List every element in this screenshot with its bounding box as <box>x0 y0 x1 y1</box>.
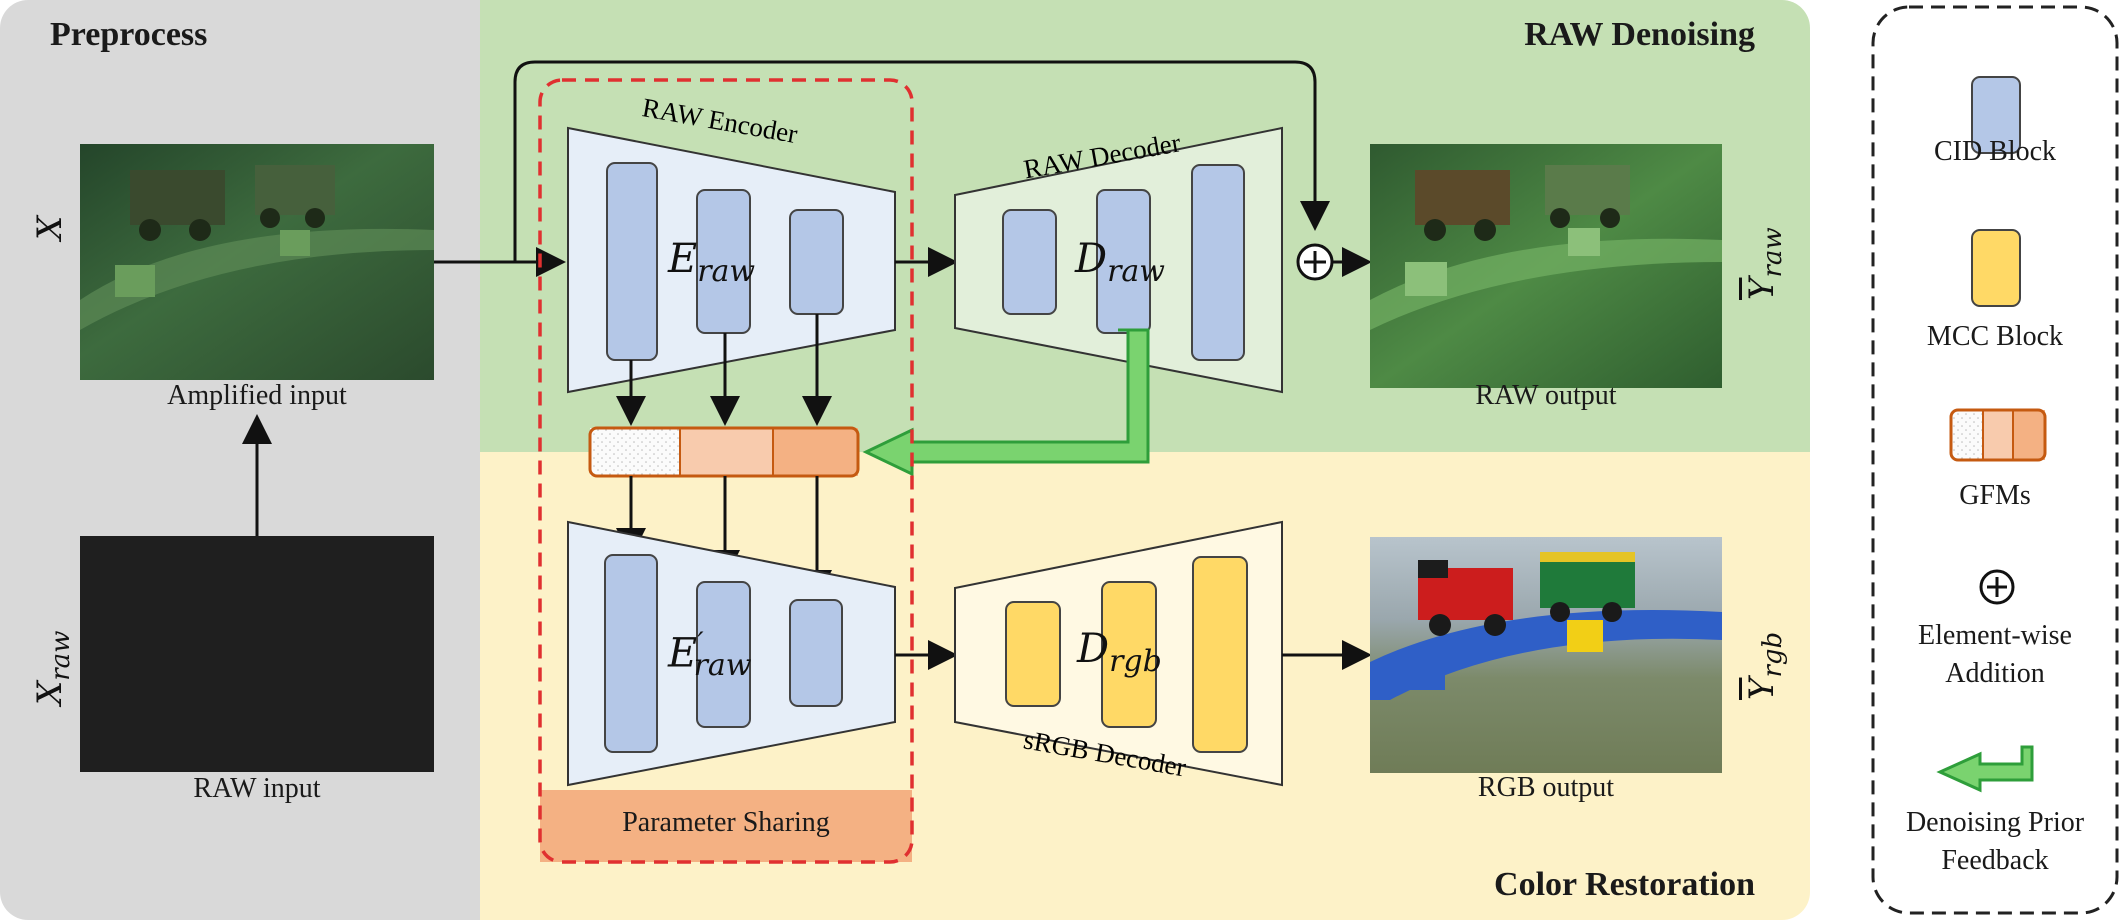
encoder-cid-block-3 <box>789 209 844 315</box>
gfm-bar <box>588 426 860 478</box>
x-raw-main: X <box>30 680 70 705</box>
d-raw-sub: raw <box>1107 254 1165 289</box>
legend-add-icon <box>1979 569 2015 605</box>
encoder2-cid-block-2 <box>696 581 751 728</box>
raw-input-caption: RAW input <box>193 773 321 804</box>
raw-denoising-title: RAW Denoising <box>1524 16 1755 53</box>
amplified-input-image <box>80 144 434 380</box>
e-raw-prime-main: E <box>668 630 698 677</box>
legend-cid-label: CID Block <box>1933 136 2057 167</box>
legend-cid-icon <box>1971 76 2021 154</box>
color-restoration-title: Color Restoration <box>1494 866 1755 903</box>
e-raw-sub: raw <box>697 254 756 289</box>
d-raw-label: Draw <box>1075 236 1165 289</box>
x-symbol: X <box>30 216 70 240</box>
raw-input-image <box>80 536 434 772</box>
legend-elementwise-line1: Element-wise <box>1918 620 2072 651</box>
d-rgb-main: D <box>1077 626 1110 672</box>
legend-feedback-icon <box>1936 745 2034 793</box>
decoder-cid-block-1 <box>1002 209 1057 315</box>
x-symbol-text: X <box>30 215 70 240</box>
encoder-cid-block-1 <box>606 162 658 361</box>
legend-feedback-line2: Feedback <box>1941 845 2049 876</box>
y-rgb-main: Y <box>1742 677 1782 700</box>
rgb-output-caption: RGB output <box>1477 772 1615 803</box>
skip-connection-arrow <box>513 60 1330 262</box>
legend-elementwise-label: Element-wise Addition <box>1880 617 2110 693</box>
preprocess-title: Preprocess <box>50 16 208 53</box>
legend-box <box>1871 5 2119 915</box>
d-raw-main: D <box>1075 236 1108 282</box>
y-raw-symbol: Yraw <box>1742 227 1788 300</box>
raw-encoder-label: RAW Encoder <box>640 92 800 149</box>
e-raw-prime-label: E′raw <box>668 626 752 684</box>
e-raw-main: E <box>668 236 698 282</box>
legend-gfms-label: GFMs <box>1959 480 2031 511</box>
decoder-mcc-block-1 <box>1005 601 1061 707</box>
y-raw-sub: raw <box>1757 227 1788 278</box>
raw-output-image <box>1370 144 1722 388</box>
decoder-mcc-block-2 <box>1101 581 1157 728</box>
decoder-cid-block-2 <box>1096 189 1151 334</box>
y-rgb-symbol: Yrgb <box>1742 632 1788 700</box>
legend-feedback-label: Denoising Prior Feedback <box>1880 804 2110 880</box>
x-raw-sub: raw <box>45 630 76 681</box>
d-rgb-sub: rgb <box>1109 644 1162 679</box>
parameter-sharing-box <box>538 78 914 864</box>
legend-gfm-icon <box>1949 408 2047 462</box>
legend-feedback-line1: Denoising Prior <box>1905 807 2085 838</box>
legend-mcc-label: MCC Block <box>1926 321 2064 352</box>
encoder2-cid-block-1 <box>604 554 658 753</box>
legend-mcc-icon <box>1971 229 2021 307</box>
y-raw-main: Y <box>1742 277 1782 300</box>
rgb-output-image <box>1370 537 1722 773</box>
parameter-sharing-bg <box>540 790 912 862</box>
x-raw-symbol: Xraw <box>30 631 76 705</box>
e-raw-prime-sub: raw <box>693 648 752 684</box>
d-rgb-label: Drgb <box>1077 626 1162 679</box>
legend-elementwise-line2: Addition <box>1945 658 2045 689</box>
e-raw-label: Eraw <box>668 236 755 289</box>
decoder-cid-block-3 <box>1191 164 1245 361</box>
denoising-prior-feedback-arrow <box>862 328 1150 477</box>
decoder-mcc-block-3 <box>1192 556 1248 753</box>
y-rgb-sub: rgb <box>1757 631 1788 678</box>
encoder2-cid-block-3 <box>789 599 843 707</box>
raw-output-caption: RAW output <box>1475 380 1617 411</box>
parameter-sharing-label: Parameter Sharing <box>622 807 830 838</box>
amplified-input-caption: Amplified input <box>167 380 347 411</box>
